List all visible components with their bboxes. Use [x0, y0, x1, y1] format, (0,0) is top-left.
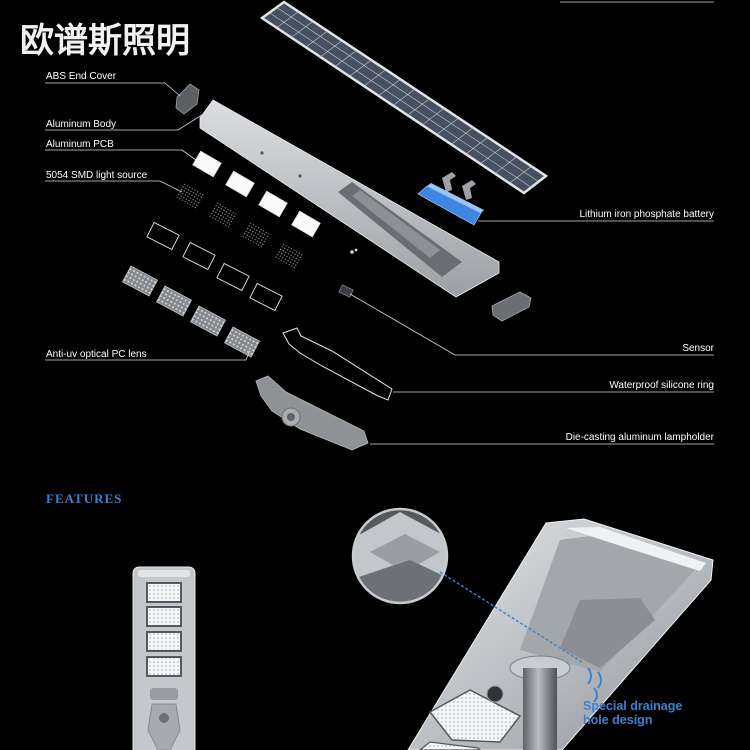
label-silicone-ring: Waterproof silicone ring — [609, 380, 714, 391]
solar-cell-line — [290, 21, 314, 38]
pc-lens-leader — [45, 349, 251, 361]
lampholder-socket-hole — [287, 413, 295, 421]
solar-cell-line — [334, 50, 357, 67]
lamp-head-rim — [566, 527, 706, 571]
magnifier-ring — [351, 507, 449, 605]
led-chip — [192, 150, 222, 178]
led-chip — [258, 190, 288, 218]
battery-compartment-inner — [352, 190, 440, 258]
solar-cell-line — [509, 166, 532, 184]
solar-cell-line — [320, 40, 343, 58]
solar-panel-grid — [269, 7, 539, 188]
aluminum-body-leader — [45, 112, 206, 131]
sensor-dot — [350, 250, 354, 254]
label-aluminum-body: Aluminum Body — [46, 119, 116, 130]
silicone-ring — [282, 327, 393, 401]
label-aluminum-pcb: Aluminum PCB — [46, 139, 114, 150]
pcb-board — [146, 221, 180, 251]
lamp-head-fin — [560, 598, 655, 668]
led-module — [146, 606, 182, 627]
callout-line-2: hole design — [583, 713, 652, 727]
led-module — [146, 631, 182, 652]
abs-end-cover-leader — [45, 82, 181, 97]
abs-end-cover-right — [491, 291, 532, 322]
battery-top-face — [427, 183, 484, 213]
solar-cell-line — [465, 137, 488, 155]
pole — [523, 668, 557, 750]
lamp-front-top-cap — [138, 570, 190, 577]
lampholder — [255, 375, 369, 451]
pcb-board — [182, 241, 216, 271]
solar-cell-line — [392, 88, 416, 106]
smd-light-source-leader — [45, 180, 183, 193]
led-chip — [225, 170, 255, 198]
solar-cell-line — [421, 108, 445, 126]
solar-cell-line — [305, 30, 328, 48]
battery-clip — [442, 172, 456, 192]
light-sensor — [486, 685, 504, 703]
lamp-front-sensor-bar — [150, 688, 178, 700]
pc-lens — [156, 285, 192, 317]
brand-name: 欧谱斯照明 — [20, 21, 190, 61]
drainage-drop-icon — [597, 671, 602, 689]
smd-array — [241, 222, 271, 248]
led-chip — [291, 210, 321, 238]
drainage-drop-icon — [593, 687, 598, 703]
lamp-angled-view — [407, 518, 714, 750]
solar-cell-line — [436, 117, 459, 135]
led-panel — [428, 689, 522, 743]
smd-array — [274, 243, 304, 269]
label-sensor: Sensor — [682, 343, 714, 354]
lamp-front-bracket — [147, 703, 181, 750]
lamp-front-view — [132, 566, 196, 750]
pc-lens — [224, 326, 260, 358]
body-screw-hole — [298, 174, 302, 178]
body-screw-hole — [354, 248, 358, 252]
solar-cell-line — [349, 59, 372, 77]
label-pc-lens: Anti-uv optical PC lens — [46, 349, 147, 360]
label-battery: Lithium iron phosphate battery — [579, 209, 714, 220]
battery — [417, 183, 484, 226]
label-abs-end-cover: ABS End Cover — [46, 71, 117, 82]
drainage-magnifier — [351, 507, 583, 663]
aluminum-body — [199, 99, 500, 298]
body-screw-hole — [260, 151, 264, 155]
solar-cell-line — [363, 69, 387, 87]
led-panel — [419, 741, 481, 750]
solar-panel — [259, 0, 549, 195]
solar-cell-line — [451, 127, 474, 145]
solar-cell-line — [378, 79, 401, 97]
sensor-leader — [349, 293, 714, 356]
smd-array — [175, 183, 205, 209]
solar-cell-line — [407, 98, 430, 116]
pcb-board — [249, 282, 283, 312]
callout-line-1: Special drainage — [583, 699, 682, 713]
solar-cell-line — [269, 12, 532, 188]
pc-lens — [122, 265, 158, 297]
sensor-module — [338, 284, 354, 298]
pcb-board — [216, 262, 250, 292]
solar-cell-line — [276, 11, 299, 28]
label-smd-light-source: 5054 SMD light source — [46, 170, 148, 181]
led-module — [146, 656, 182, 677]
lampholder-body — [255, 375, 369, 451]
battery-clip — [462, 180, 476, 200]
aluminum-pcb-leader — [45, 149, 197, 161]
solar-cell-line — [494, 156, 518, 174]
pc-lens — [190, 305, 226, 337]
led-module — [146, 582, 182, 603]
solar-cell-line — [276, 7, 539, 182]
abs-end-cover-left — [175, 83, 200, 115]
smd-array — [208, 202, 238, 228]
label-lampholder: Die-casting aluminum lampholder — [566, 432, 715, 443]
magnifier-pointer-line — [439, 571, 583, 663]
lamp-front-bolt — [159, 713, 169, 723]
magnifier-drain-slot — [370, 534, 440, 572]
features-heading: FEATURES — [46, 491, 122, 506]
solar-cell-line — [480, 146, 503, 165]
drainage-drop-icon — [587, 667, 592, 685]
